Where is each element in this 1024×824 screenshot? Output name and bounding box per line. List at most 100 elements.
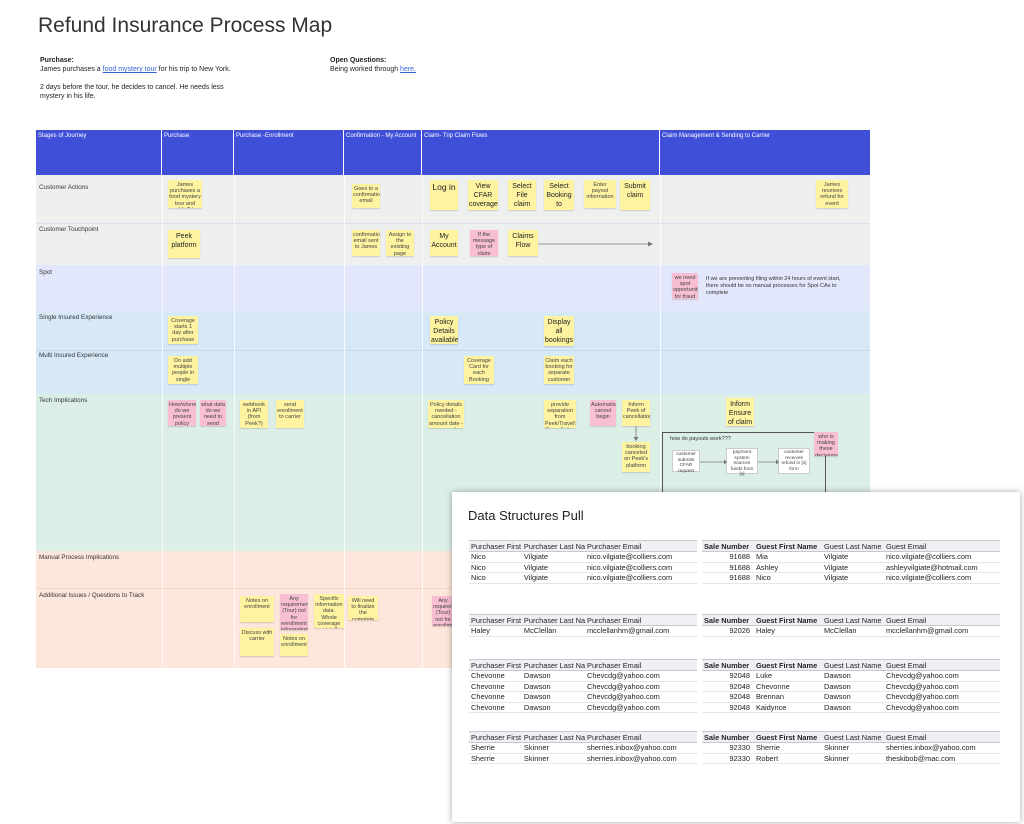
- table-cell: Chevonne: [469, 670, 522, 682]
- sticky-note[interactable]: send enrollment to carrier: [276, 400, 304, 428]
- sticky-note[interactable]: Will need to finalize the complete flow: [348, 596, 378, 620]
- table-cell: Skinner: [822, 742, 884, 754]
- sticky-note[interactable]: Display all bookings: [544, 316, 574, 346]
- sticky-note[interactable]: Select File claim: [508, 180, 536, 210]
- sticky-note[interactable]: Claim each booking for separate customer: [544, 356, 574, 384]
- flow-step[interactable]: customer submits CFAR request: [672, 450, 700, 474]
- sticky-note[interactable]: Automation cannot begin: [590, 400, 616, 426]
- table-cell: Chevcdg@yahoo.com: [884, 670, 1000, 682]
- sticky-note[interactable]: Discuss with carrier: [240, 628, 274, 656]
- sticky-note[interactable]: Inform Ensure of claim: [726, 398, 754, 426]
- column-header: Purchaser Last Na: [521, 614, 586, 626]
- sticky-note[interactable]: Policy details needed - cancellation amo…: [428, 400, 464, 428]
- sticky-note[interactable]: James purchases a food mystery tour and …: [168, 180, 202, 208]
- flow-step[interactable]: payment system sources funds from [x]: [726, 448, 758, 477]
- table-cell: Dawson: [822, 670, 884, 682]
- sticky-note[interactable]: webhook in API (from Peek?): [240, 400, 268, 428]
- sticky-note[interactable]: provide separation from Peek/Travel's Ca…: [544, 400, 576, 428]
- sticky-note[interactable]: what data do we need to send: [200, 400, 226, 426]
- sticky-note[interactable]: Inform Peek of cancellation: [622, 400, 650, 426]
- sticky-note[interactable]: Coverage starts 1 day after purchase: [168, 316, 198, 344]
- column-header: Guest Last Name: [822, 659, 884, 671]
- table-cell: sherries.inbox@yahoo.com: [585, 742, 697, 754]
- sticky-note[interactable]: booking canceled on Peek's platform: [622, 442, 650, 472]
- purchase-line1-b: for his trip to New York.: [156, 66, 231, 73]
- open-questions-link[interactable]: here.: [400, 66, 417, 73]
- table-cell: Vilgiate: [521, 572, 586, 584]
- table-cell: Dawson: [521, 702, 586, 713]
- sticky-note[interactable]: Claims Flow: [508, 230, 538, 256]
- flow-step[interactable]: customer receives refund in [x] form: [778, 448, 810, 474]
- food-mystery-tour-link[interactable]: food mystery tour: [102, 66, 157, 73]
- sticky-note[interactable]: Select Booking to cancel: [544, 180, 574, 210]
- column-header: Guest First Name: [754, 614, 822, 626]
- payouts-flow-title: how do payouts work???: [670, 436, 731, 442]
- sticky-note[interactable]: View CFAR coverage: [468, 180, 498, 210]
- column-header: Purchaser Email: [585, 614, 697, 626]
- sticky-note[interactable]: Coverage Card for each Booking: [464, 356, 494, 384]
- sticky-note[interactable]: Enter payout information: [584, 180, 616, 208]
- row-label-additional: Additional Issues / Questions to Track: [39, 592, 145, 599]
- sticky-note[interactable]: If the message type of claim doesn't sho…: [470, 230, 498, 256]
- sticky-note[interactable]: Submit claim: [620, 180, 650, 210]
- purchase-scenario: Purchase: James purchases a food mystery…: [40, 56, 250, 101]
- table-cell: nico.vilgiate@colliers.com: [884, 551, 1000, 563]
- table-cell: ashleyvilgiate@hotmail.com: [884, 562, 1000, 573]
- table-cell: mcclellanhm@gmail.com: [585, 625, 697, 637]
- table-cell: Brennan: [754, 691, 822, 703]
- sticky-note[interactable]: My Account: [430, 230, 458, 256]
- sticky-note[interactable]: Goes to a confirmation email: [352, 184, 380, 208]
- sticky-note[interactable]: Notes on enrollment: [280, 634, 308, 656]
- column-divider: [660, 175, 661, 667]
- sticky-note[interactable]: confirmation email sent to James: [352, 230, 380, 256]
- sticky-note[interactable]: Policy Details available: [430, 316, 458, 344]
- sticky-note[interactable]: How/where do we present policy details: [168, 400, 196, 426]
- sticky-note[interactable]: Log in: [430, 180, 458, 210]
- table-cell: sherries.inbox@yahoo.com: [585, 753, 697, 764]
- row-label-customer-actions: Customer Actions: [39, 184, 89, 191]
- sticky-note[interactable]: Any requirements (Tour) not for enrollme…: [280, 594, 308, 630]
- table-cell: Haley: [754, 625, 822, 637]
- sticky-note[interactable]: James receives refund for event: [816, 180, 848, 208]
- column-header: Guest First Name: [754, 659, 822, 671]
- table-cell: 92330: [702, 753, 754, 764]
- sticky-note[interactable]: Any requirements (Tour) not for enrollme…: [432, 596, 454, 626]
- open-questions: Open Questions: Being worked through her…: [330, 56, 490, 74]
- sticky-note[interactable]: we need spot opportunities for fraud: [672, 273, 698, 299]
- sticky-note[interactable]: Notes on enrollment: [240, 596, 274, 622]
- sticky-note[interactable]: Peek platform: [168, 230, 200, 258]
- column-header: Sale Number: [702, 659, 754, 671]
- sticky-note[interactable]: Assign to the existing page Dynamic logi…: [386, 230, 414, 256]
- sticky-note[interactable]: Do add multiple people in single event b…: [168, 356, 198, 384]
- column-header: Purchaser Last Na: [521, 731, 586, 743]
- sticky-note[interactable]: who is making these decisions?: [814, 432, 838, 456]
- column-divider: [422, 175, 423, 667]
- table-cell: Ashley: [754, 562, 822, 573]
- sticky-note[interactable]: Specific information data. Whole coverag…: [314, 594, 344, 628]
